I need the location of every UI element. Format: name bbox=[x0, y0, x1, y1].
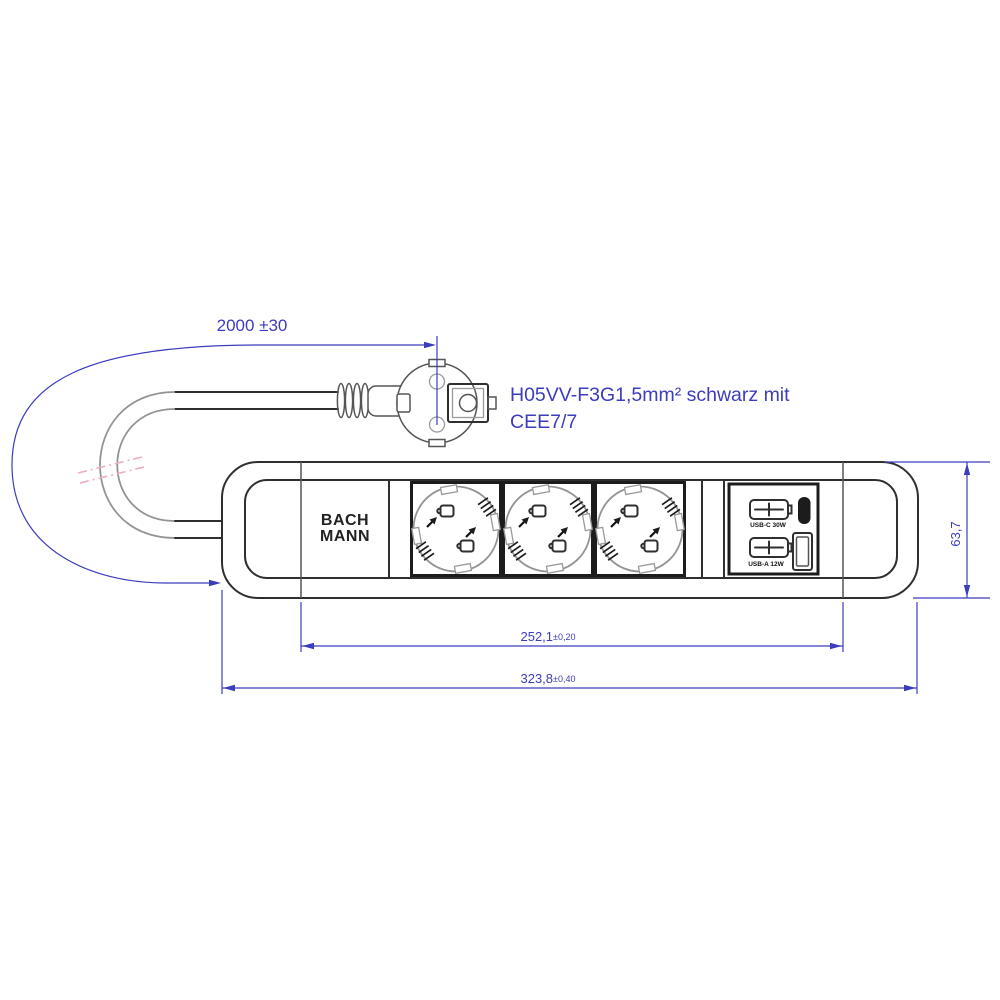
cable-spec-line2: CEE7/7 bbox=[510, 411, 577, 433]
svg-text:323,8±0,40: 323,8±0,40 bbox=[520, 671, 575, 686]
depth-dim-text: 63,7 bbox=[948, 521, 963, 546]
usb-module: USB-C 30W USB-A 12W bbox=[727, 482, 820, 576]
power-cable bbox=[99, 391, 339, 539]
svg-text:252,1±0,20: 252,1±0,20 bbox=[520, 629, 575, 644]
inner-width-value: 252,1 bbox=[520, 629, 553, 644]
cee77-plug-icon bbox=[336, 358, 497, 448]
dimension-overall-width: 323,8±0,40 bbox=[221, 590, 918, 694]
dimension-depth: 63,7 bbox=[885, 461, 990, 599]
usb-c-label: USB-C 30W bbox=[750, 522, 787, 529]
usb-c-port-icon bbox=[798, 497, 811, 524]
inner-width-tolerance: ±0,20 bbox=[553, 632, 575, 642]
brand-logo: BACH MANN bbox=[320, 512, 370, 545]
brand-line2: MANN bbox=[320, 528, 370, 545]
usb-a-label: USB-A 12W bbox=[748, 561, 784, 568]
overall-width-value: 323,8 bbox=[520, 671, 553, 686]
brand-line1: BACH bbox=[321, 512, 369, 529]
overall-width-tolerance: ±0,40 bbox=[553, 674, 575, 684]
plug-earth-housing bbox=[447, 383, 497, 423]
cable-spec-line1: H05VV-F3G1,5mm² schwarz mit bbox=[510, 384, 790, 406]
dimension-inner-width: 252,1±0,20 bbox=[300, 602, 844, 652]
cable-spec-note: H05VV-F3G1,5mm² schwarz mit CEE7/7 bbox=[510, 384, 790, 433]
cable-length-dim-text: 2000 ±30 bbox=[217, 316, 288, 335]
usb-a-port-icon bbox=[792, 532, 813, 571]
socket-1 bbox=[410, 481, 502, 577]
socket-3 bbox=[594, 481, 686, 577]
cable-break-mark bbox=[77, 455, 149, 484]
dimension-cable-length: 2000 ±30 bbox=[11, 316, 438, 587]
socket-2 bbox=[502, 481, 594, 577]
